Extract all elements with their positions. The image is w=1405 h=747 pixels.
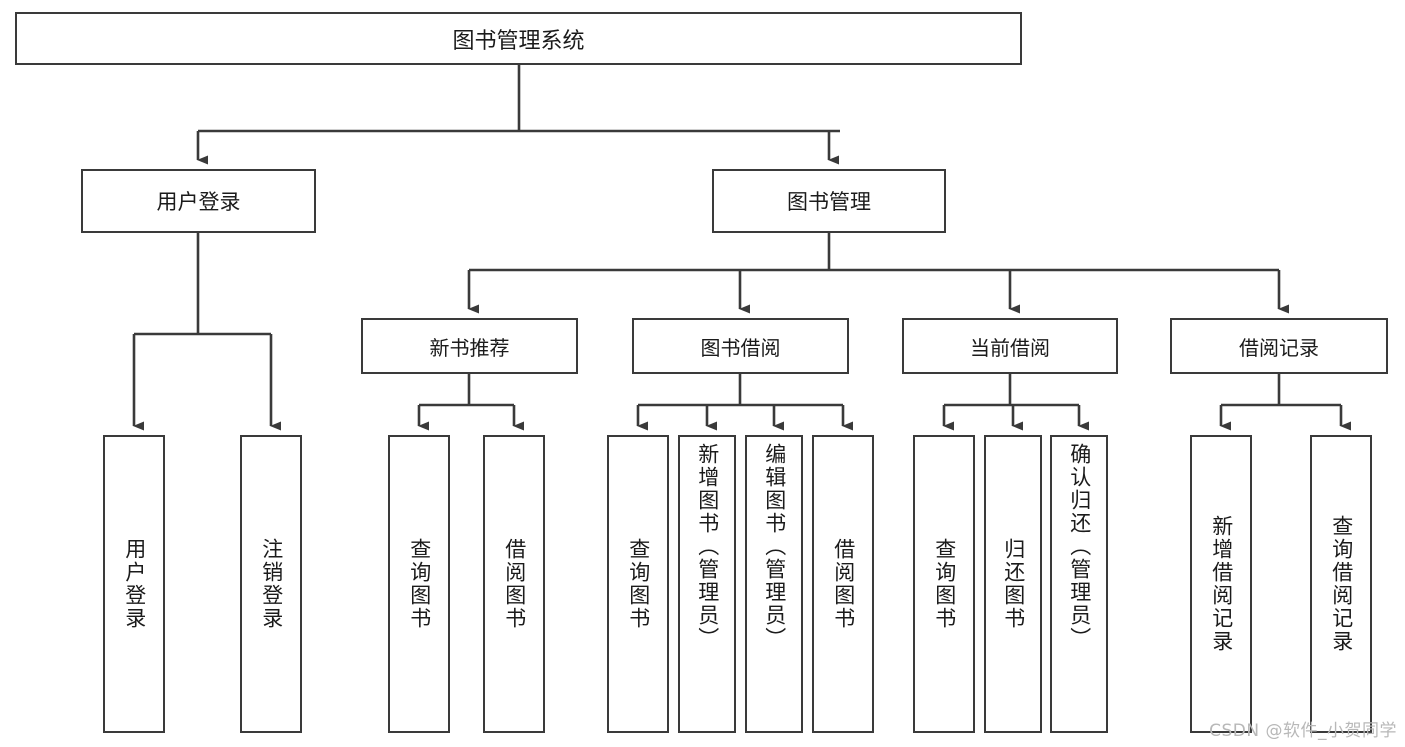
node-user-login[interactable]: 用户登录 [81,169,316,233]
leaf-add-book-admin-label: 新增图书（管理员） [695,443,720,650]
leaf-query-borrow-record-label: 查询借阅记录 [1329,515,1354,653]
leaf-query-book-borrow-label: 查询图书 [626,538,651,630]
leaf-confirm-return-admin[interactable]: 确认归还（管理员） [1050,435,1108,733]
leaf-add-book-admin[interactable]: 新增图书（管理员） [678,435,736,733]
node-new-book-recommend-label: 新书推荐 [429,335,510,360]
leaf-query-book-newbook-label: 查询图书 [407,538,432,630]
leaf-user-login-label: 用户登录 [122,538,147,630]
node-new-book-recommend[interactable]: 新书推荐 [361,318,578,374]
leaf-query-book-borrow[interactable]: 查询图书 [607,435,669,733]
node-borrow-record[interactable]: 借阅记录 [1170,318,1388,374]
leaf-return-book[interactable]: 归还图书 [984,435,1042,733]
node-book-management[interactable]: 图书管理 [712,169,946,233]
leaf-user-login[interactable]: 用户登录 [103,435,165,733]
node-root-label: 图书管理系统 [452,28,585,54]
leaf-add-borrow-record-label: 新增借阅记录 [1209,515,1234,653]
leaf-edit-book-admin[interactable]: 编辑图书（管理员） [745,435,803,733]
leaf-borrow-book[interactable]: 借阅图书 [812,435,874,733]
node-book-borrow[interactable]: 图书借阅 [632,318,849,374]
leaf-query-book-newbook[interactable]: 查询图书 [388,435,450,733]
leaf-confirm-return-admin-label: 确认归还（管理员） [1067,443,1092,650]
leaf-query-borrow-record[interactable]: 查询借阅记录 [1310,435,1372,733]
leaf-query-book-current-label: 查询图书 [932,538,957,630]
node-current-borrow-label: 当前借阅 [970,335,1050,360]
node-borrow-record-label: 借阅记录 [1239,335,1319,360]
node-current-borrow[interactable]: 当前借阅 [902,318,1118,374]
leaf-borrow-book-newbook[interactable]: 借阅图书 [483,435,545,733]
leaf-logout[interactable]: 注销登录 [240,435,302,733]
node-user-login-label: 用户登录 [156,190,241,214]
leaf-return-book-label: 归还图书 [1001,538,1026,630]
node-book-borrow-label: 图书借阅 [700,335,781,360]
leaf-add-borrow-record[interactable]: 新增借阅记录 [1190,435,1252,733]
node-root[interactable]: 图书管理系统 [15,12,1022,65]
leaf-borrow-book-newbook-label: 借阅图书 [502,538,527,630]
leaf-edit-book-admin-label: 编辑图书（管理员） [762,443,787,650]
leaf-borrow-book-label: 借阅图书 [831,538,856,630]
leaf-query-book-current[interactable]: 查询图书 [913,435,975,733]
watermark: CSDN @软件_小贺同学 [1209,721,1397,741]
node-book-management-label: 图书管理 [787,190,871,214]
leaf-logout-label: 注销登录 [259,538,284,630]
